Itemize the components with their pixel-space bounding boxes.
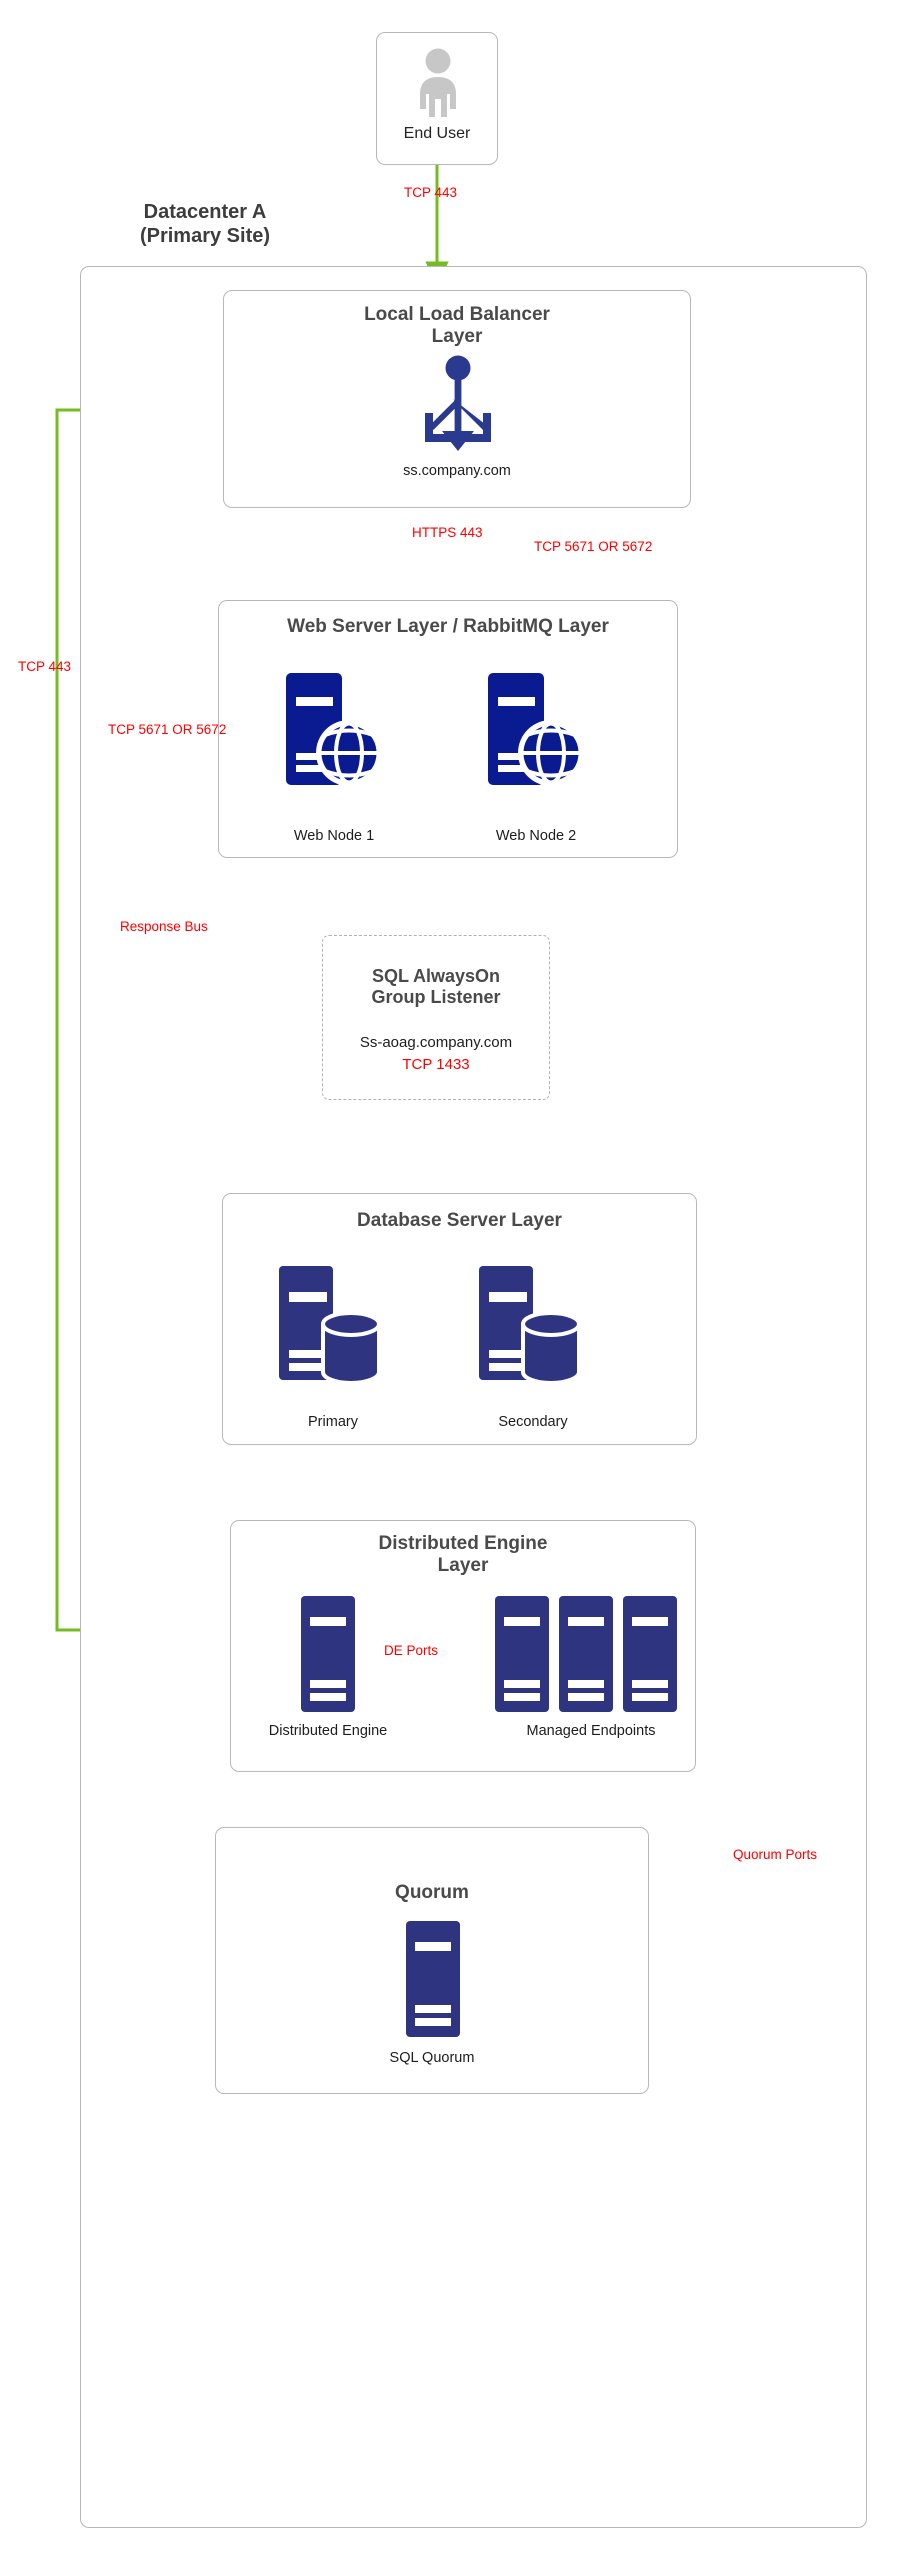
database-server-icon: [475, 1264, 583, 1382]
end-user-label: End User: [403, 125, 471, 142]
load-balancer-layer-box[interactable]: Local Load Balancer Layer ss.company.com: [223, 290, 691, 508]
port-label-de-to-lb-443: TCP 443: [18, 659, 72, 674]
server-rack-icon: [406, 1921, 460, 2037]
distributed-engine-label: Distributed Engine: [268, 1723, 388, 1739]
web-server-globe-icon: [484, 671, 588, 787]
sql-listener-port: TCP 1433: [402, 1056, 470, 1073]
web-server-layer-box[interactable]: Web Server Layer / RabbitMQ Layer Web No…: [218, 600, 678, 858]
database-server-icon: [275, 1264, 383, 1382]
server-rack-icon: [301, 1596, 355, 1712]
end-user-box[interactable]: End User: [376, 32, 498, 165]
load-balancer-title: Local Load Balancer Layer: [364, 304, 550, 348]
database-secondary-label: Secondary: [498, 1414, 568, 1430]
datacenter-title-line1: Datacenter A: [143, 201, 267, 223]
sql-listener-fqdn: Ss-aoag.company.com: [359, 1034, 513, 1051]
web-server-globe-icon: [282, 671, 386, 787]
distributed-engine-layer-title: Distributed Engine Layer: [378, 1533, 548, 1577]
port-label-de-ports: DE Ports: [384, 1643, 439, 1658]
server-rack-icon: [495, 1596, 549, 1712]
port-label-user-to-lb: TCP 443: [404, 185, 458, 200]
quorum-title: Quorum: [395, 1882, 469, 1903]
person-icon: [413, 47, 463, 119]
distributed-engine-layer-box[interactable]: Distributed Engine Layer Distributed Eng…: [230, 1520, 696, 1772]
quorum-layer-box[interactable]: Quorum SQL Quorum: [215, 1827, 649, 2094]
port-label-lb-web-rabbit: TCP 5671 OR 5672: [534, 539, 653, 554]
web-node-2-label: Web Node 2: [495, 828, 577, 844]
sql-alwayson-listener-box[interactable]: SQL AlwaysOn Group Listener Ss-aoag.comp…: [322, 935, 550, 1100]
port-label-response-bus: Response Bus: [120, 919, 208, 934]
web-server-layer-title: Web Server Layer / RabbitMQ Layer: [287, 616, 609, 637]
server-rack-icon: [559, 1596, 613, 1712]
port-label-lb-to-web: HTTPS 443: [412, 525, 483, 540]
load-balancer-fqdn: ss.company.com: [403, 463, 511, 479]
sql-quorum-label: SQL Quorum: [389, 2050, 475, 2066]
port-label-quorum-ports: Quorum Ports: [733, 1847, 818, 1862]
database-primary-label: Primary: [308, 1414, 358, 1430]
port-label-de-to-lb-rabbit: TCP 5671 OR 5672: [108, 722, 227, 737]
sql-listener-title: SQL AlwaysOn Group Listener: [371, 966, 501, 1007]
datacenter-title: Datacenter A (Primary Site): [80, 200, 330, 248]
web-node-1-label: Web Node 1: [293, 828, 375, 844]
database-server-layer-box[interactable]: Database Server Layer Primary: [222, 1193, 697, 1445]
load-balancer-split-arrows-icon: [409, 355, 507, 453]
managed-endpoints-label: Managed Endpoints: [526, 1723, 656, 1739]
database-layer-title: Database Server Layer: [357, 1210, 562, 1231]
server-rack-icon: [623, 1596, 677, 1712]
datacenter-title-line2: (Primary Site): [139, 225, 271, 247]
